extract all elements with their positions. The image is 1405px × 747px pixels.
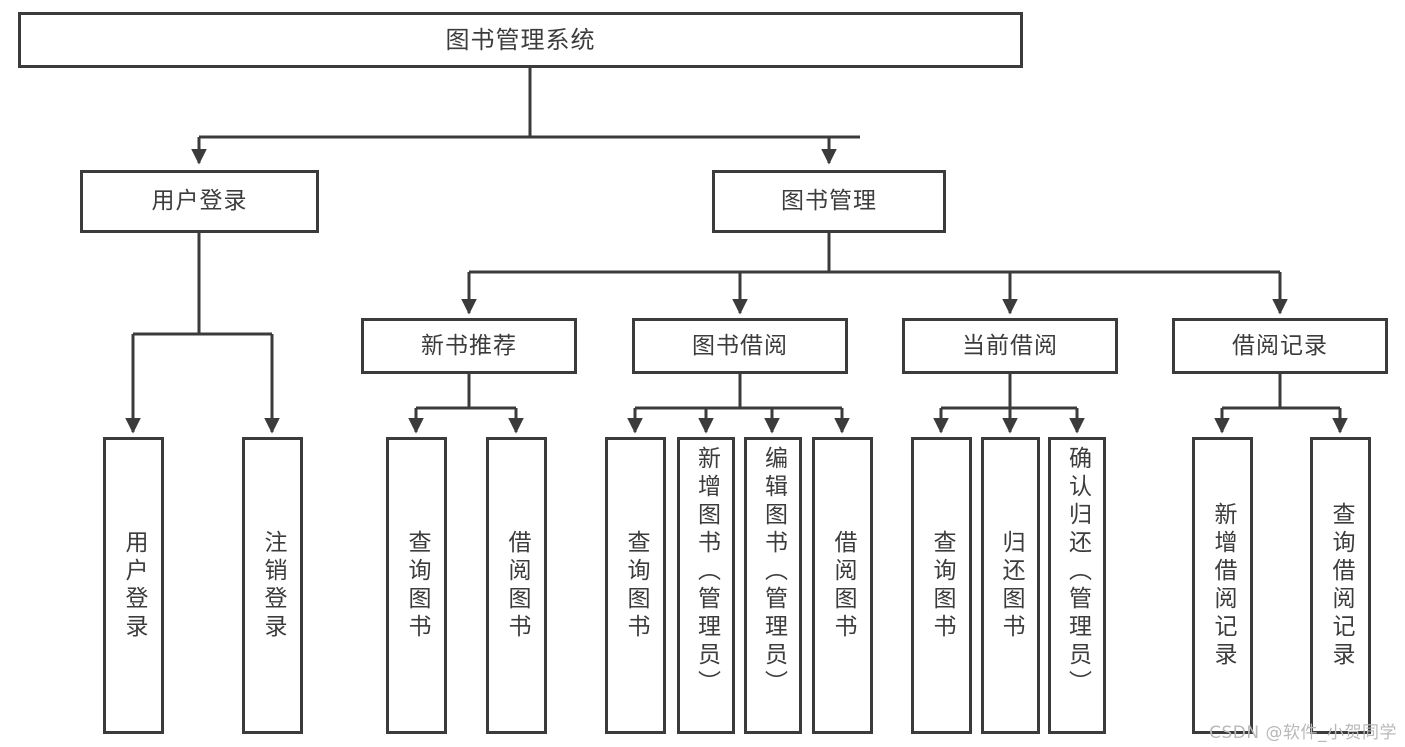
leaf-current-borrow-query-book[interactable]: 查询图书 [911,437,972,734]
node-label: 借阅记录 [1232,332,1328,359]
node-new-book-recommend[interactable]: 新书推荐 [361,318,577,374]
node-label: 编辑图书（管理员） [760,446,787,698]
node-label: 新书推荐 [421,332,517,359]
leaf-borrow-record-add-record[interactable]: 新增借阅记录 [1192,437,1253,734]
leaf-current-borrow-confirm-return-admin[interactable]: 确认归还（管理员） [1048,437,1106,734]
node-label: 查询图书 [623,529,649,642]
node-borrow-record[interactable]: 借阅记录 [1172,318,1388,374]
node-label: 图书管理 [781,188,877,214]
node-label: 图书借阅 [692,332,788,359]
leaf-book-borrow-borrow-book[interactable]: 借阅图书 [812,437,873,734]
node-label: 查询借阅记录 [1328,501,1354,670]
node-label: 查询图书 [404,529,430,642]
node-book-borrow[interactable]: 图书借阅 [632,318,848,374]
node-label: 新增借阅记录 [1210,501,1236,670]
node-label: 用户登录 [121,529,147,642]
node-label: 注销登录 [260,529,286,642]
leaf-user-login-logout[interactable]: 注销登录 [242,437,303,734]
leaf-current-borrow-return-book[interactable]: 归还图书 [981,437,1040,734]
leaf-new-book-query-book[interactable]: 查询图书 [386,437,447,734]
node-label: 确认归还（管理员） [1064,446,1091,698]
leaf-book-borrow-edit-book-admin[interactable]: 编辑图书（管理员） [744,437,802,734]
leaf-user-login-login[interactable]: 用户登录 [103,437,164,734]
csdn-watermark: CSDN @软件_小贺同学 [1209,723,1397,743]
node-label: 新增图书（管理员） [693,446,720,698]
node-label: 用户登录 [151,188,248,214]
node-current-borrow[interactable]: 当前借阅 [902,318,1118,374]
node-label: 当前借阅 [962,332,1058,359]
node-label: 借阅图书 [504,529,530,642]
leaf-borrow-record-query-record[interactable]: 查询借阅记录 [1310,437,1371,734]
leaf-book-borrow-query-book[interactable]: 查询图书 [605,437,666,734]
leaf-book-borrow-add-book-admin[interactable]: 新增图书（管理员） [677,437,735,734]
node-label: 借阅图书 [830,529,856,642]
node-user-login[interactable]: 用户登录 [80,170,319,233]
leaf-new-book-borrow-book[interactable]: 借阅图书 [486,437,547,734]
node-label: 归还图书 [998,529,1024,642]
node-book-management[interactable]: 图书管理 [712,170,946,233]
node-root-book-management-system[interactable]: 图书管理系统 [18,12,1023,68]
node-label: 查询图书 [929,529,955,642]
node-label: 图书管理系统 [445,26,596,54]
